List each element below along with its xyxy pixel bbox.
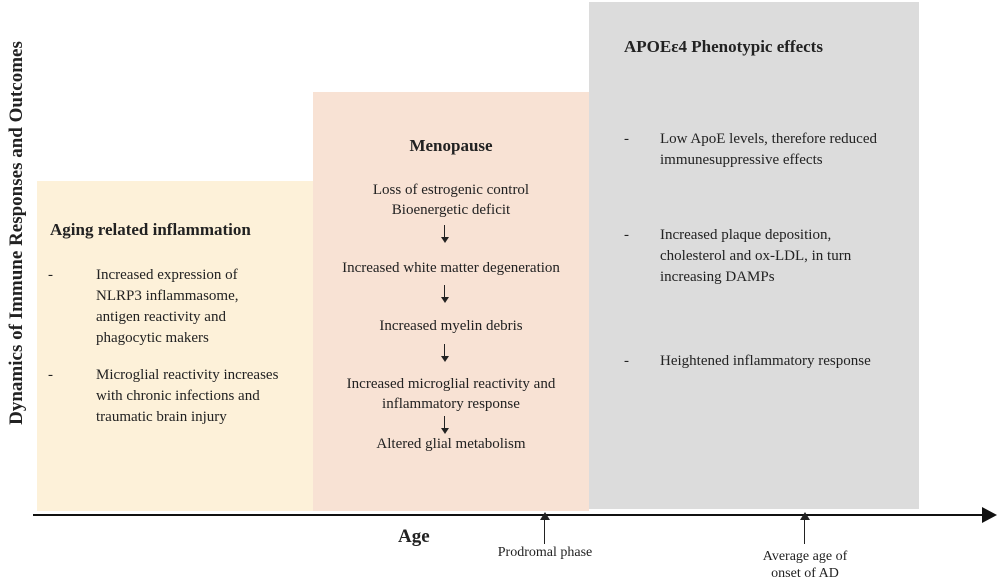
prodromal-phase-label: Prodromal phase — [497, 545, 593, 560]
down-arrow-icon — [441, 285, 449, 303]
apoe-panel: APOEε4 Phenotypic effects - Low ApoE lev… — [589, 2, 919, 509]
flow-step-microglial-2: inflammatory response — [382, 396, 520, 412]
up-arrow-icon — [540, 512, 550, 544]
bullet-dash: - — [624, 227, 629, 243]
apoe-bullet-3: - Heightened inflammatory response — [624, 351, 900, 372]
bullet-dash: - — [624, 353, 629, 369]
apoe-bullet-1: - Low ApoE levels, therefore reduced imm… — [624, 129, 900, 171]
onset-age-label: Average age of onset of AD — [740, 548, 870, 582]
bullet-dash: - — [624, 131, 629, 147]
apoe-bullet-1-text: Low ApoE levels, therefore reduced immun… — [660, 131, 877, 168]
onset-label-line-2: onset of AD — [771, 566, 839, 581]
apoe-bullet-2: - Increased plaque deposition, cholester… — [624, 225, 900, 288]
axis-arrowhead-icon — [982, 507, 997, 523]
aging-bullet-1: - Increased expression of NLRP3 inflamma… — [48, 265, 286, 349]
flow-step-myelin: Increased myelin debris — [379, 318, 523, 334]
flow-step-bioenergetic: Bioenergetic deficit — [391, 202, 511, 218]
up-arrow-icon — [800, 512, 810, 544]
flow-step-white-matter: Increased white matter degeneration — [342, 260, 560, 276]
flow-step-microglial-1: Increased microglial reactivity and — [346, 376, 556, 392]
y-axis-label: Dynamics of Immune Responses and Outcome… — [6, 41, 27, 425]
onset-label-line-1: Average age of — [762, 549, 848, 564]
down-arrow-icon — [441, 416, 449, 434]
aging-panel-title: Aging related inflammation — [50, 220, 251, 239]
aging-bullet-2: - Microglial reactivity increases with c… — [48, 365, 286, 428]
menopause-panel-title: Menopause — [409, 136, 493, 155]
bullet-dash: - — [48, 267, 53, 283]
apoe-panel-title: APOEε4 Phenotypic effects — [624, 37, 823, 56]
aging-bullet-1-text: Increased expression of NLRP3 inflammaso… — [96, 267, 239, 346]
aging-inflammation-panel: Aging related inflammation - Increased e… — [37, 181, 314, 511]
aging-bullet-2-text: Microglial reactivity increases with chr… — [96, 367, 279, 425]
age-axis-line — [33, 514, 985, 516]
down-arrow-icon — [441, 225, 449, 243]
flow-step-estrogen: Loss of estrogenic control — [372, 182, 530, 198]
apoe-bullet-2-text: Increased plaque deposition, cholesterol… — [660, 227, 852, 285]
apoe-bullet-3-text: Heightened inflammatory response — [660, 353, 871, 369]
flow-step-glial-metabolism: Altered glial metabolism — [376, 436, 526, 452]
bullet-dash: - — [48, 367, 53, 383]
x-axis-label: Age — [398, 526, 430, 547]
menopause-panel: Menopause Loss of estrogenic control Bio… — [313, 92, 589, 511]
down-arrow-icon — [441, 344, 449, 362]
